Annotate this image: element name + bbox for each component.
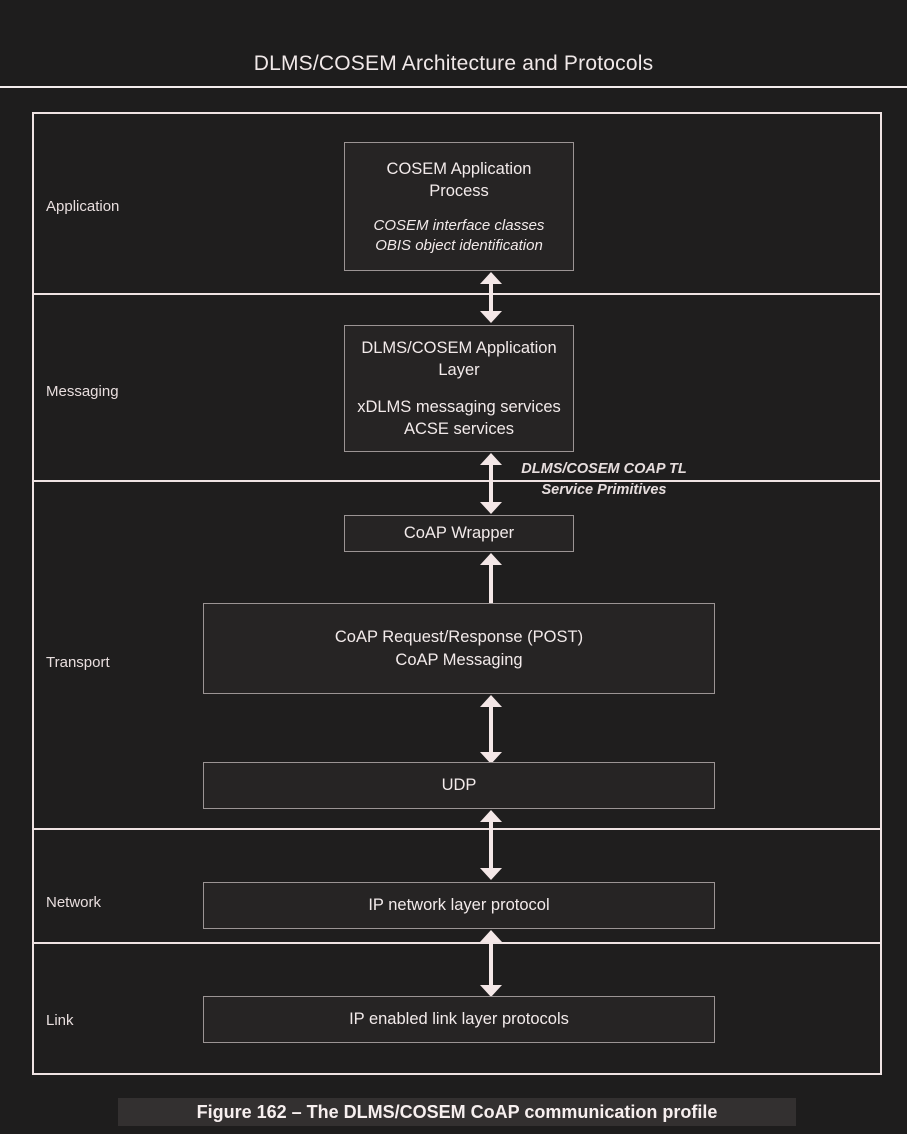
figure-caption: Figure 162 – The DLMS/COSEM CoAP communi… <box>118 1098 796 1126</box>
divider-transport-network <box>34 828 880 830</box>
arrowhead-up-icon <box>480 810 502 822</box>
box-subtitle-line-2: ACSE services <box>403 419 515 438</box>
arrow-shaft <box>489 818 493 872</box>
box-dlms-cosem-application-layer[interactable]: DLMS/COSEM Application Layer xDLMS messa… <box>344 325 574 452</box>
layer-label-transport: Transport <box>46 654 110 671</box>
arrowhead-up-icon <box>480 695 502 707</box>
arrow-application-to-messaging <box>480 272 502 323</box>
box-cosem-application-process[interactable]: COSEM Application Process COSEM interfac… <box>344 142 574 271</box>
box-title-line-1: UDP <box>441 776 477 795</box>
title-divider <box>0 86 907 88</box>
arrow-shaft <box>489 703 493 756</box>
arrowhead-up-icon <box>480 453 502 465</box>
box-ip-link-layer[interactable]: IP enabled link layer protocols <box>203 996 715 1043</box>
arrow-shaft <box>489 461 493 506</box>
service-primitives-annotation: DLMS/COSEM COAP TL Service Primitives <box>474 459 734 501</box>
layer-label-application: Application <box>46 198 120 215</box>
box-title-line-1: DLMS/COSEM Application <box>361 338 557 357</box>
architecture-diagram: Application Messaging Transport Network … <box>32 112 882 1075</box>
arrowhead-down-icon <box>480 985 502 997</box>
arrowhead-down-icon <box>480 752 502 764</box>
arrowhead-down-icon <box>480 868 502 880</box>
arrowhead-up-icon <box>480 272 502 284</box>
divider-messaging-transport <box>34 480 880 482</box>
arrow-udp-to-network <box>480 810 502 880</box>
annotation-line-1: DLMS/COSEM COAP TL <box>521 461 687 477</box>
divider-network-link <box>34 942 880 944</box>
box-subtitle-line-2: OBIS object identification <box>375 236 543 254</box>
layer-label-link: Link <box>46 1012 74 1029</box>
arrowhead-down-icon <box>480 311 502 323</box>
annotation-line-2: Service Primitives <box>541 482 667 499</box>
arrow-shaft <box>489 280 493 315</box>
box-title-line-1: COSEM Application <box>386 159 532 178</box>
box-title-line-2: Process <box>429 182 489 200</box>
box-subtitle-line-1: COSEM interface classes <box>373 217 545 235</box>
box-title-line-2: CoAP Messaging <box>395 650 523 669</box>
arrow-messaging-to-transport <box>480 453 502 514</box>
box-subtitle-line-1: xDLMS messaging services <box>357 397 561 416</box>
box-udp[interactable]: UDP <box>203 762 715 809</box>
box-title-line-1: CoAP Request/Response (POST) <box>334 628 584 647</box>
arrow-network-to-link <box>480 930 502 997</box>
divider-application-messaging <box>34 293 880 295</box>
box-title-line-2: Layer <box>438 361 480 380</box>
box-ip-network-layer[interactable]: IP network layer protocol <box>203 882 715 929</box>
arrowhead-down-icon <box>480 502 502 514</box>
arrow-request-response-to-udp <box>480 695 502 764</box>
page-title: DLMS/COSEM Architecture and Protocols <box>253 52 654 75</box>
arrow-shaft <box>489 938 493 989</box>
box-coap-request-response[interactable]: CoAP Request/Response (POST) CoAP Messag… <box>203 603 715 694</box>
box-coap-wrapper[interactable]: CoAP Wrapper <box>344 515 574 552</box>
layer-label-network: Network <box>46 894 102 911</box>
box-title-line-1: IP enabled link layer protocols <box>349 1010 569 1029</box>
arrowhead-up-icon <box>480 553 502 565</box>
box-title-line-1: CoAP Wrapper <box>403 524 515 543</box>
arrow-shaft <box>489 561 493 607</box>
layer-label-messaging: Messaging <box>46 383 119 400</box>
box-title-line-1: IP network layer protocol <box>368 896 550 915</box>
arrowhead-up-icon <box>480 930 502 942</box>
